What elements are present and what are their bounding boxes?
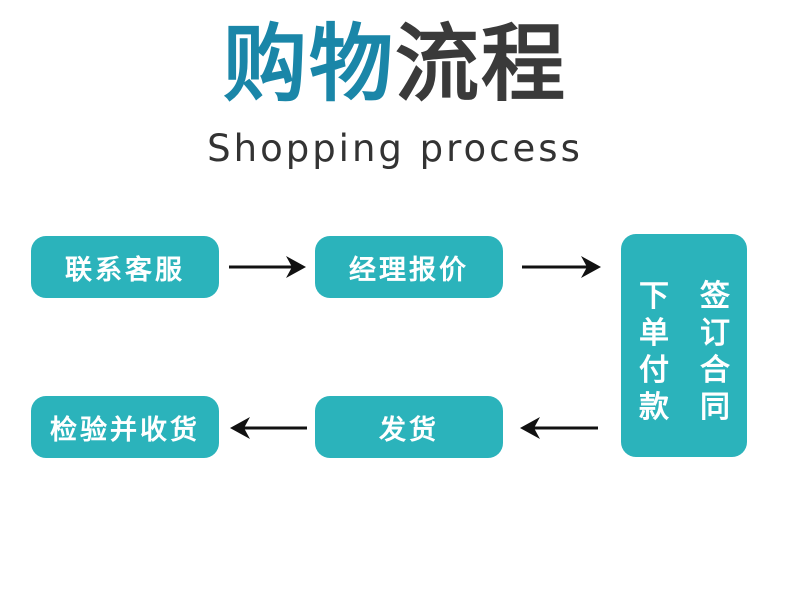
page-subtitle: Shopping process: [207, 127, 583, 170]
arrow-left-1: [520, 417, 598, 439]
step-ship-label: 发货: [379, 414, 439, 446]
arrow-right-2: [522, 256, 601, 278]
step-manager-quote: 经理报价: [315, 236, 503, 298]
step-manager-quote-label: 经理报价: [349, 254, 469, 286]
step-inspect-receive: 检验并收货: [31, 396, 219, 458]
step-contact-service-label: 联系客服: [65, 254, 185, 286]
step-contract-label: 签订合同: [700, 279, 730, 425]
step-payment-label: 下单付款: [639, 279, 669, 425]
title-part-2: 流程: [395, 15, 568, 113]
step-contact-service: 联系客服: [31, 236, 219, 298]
page-title: 购物流程: [0, 14, 790, 114]
title-part-1: 购物: [222, 15, 395, 113]
step-ship: 发货: [315, 396, 503, 458]
arrow-right-1: [229, 256, 306, 278]
arrow-left-2: [230, 417, 307, 439]
step-inspect-receive-label: 检验并收货: [50, 414, 200, 446]
step-contract-payment: 签订合同 下单付款: [621, 234, 747, 457]
